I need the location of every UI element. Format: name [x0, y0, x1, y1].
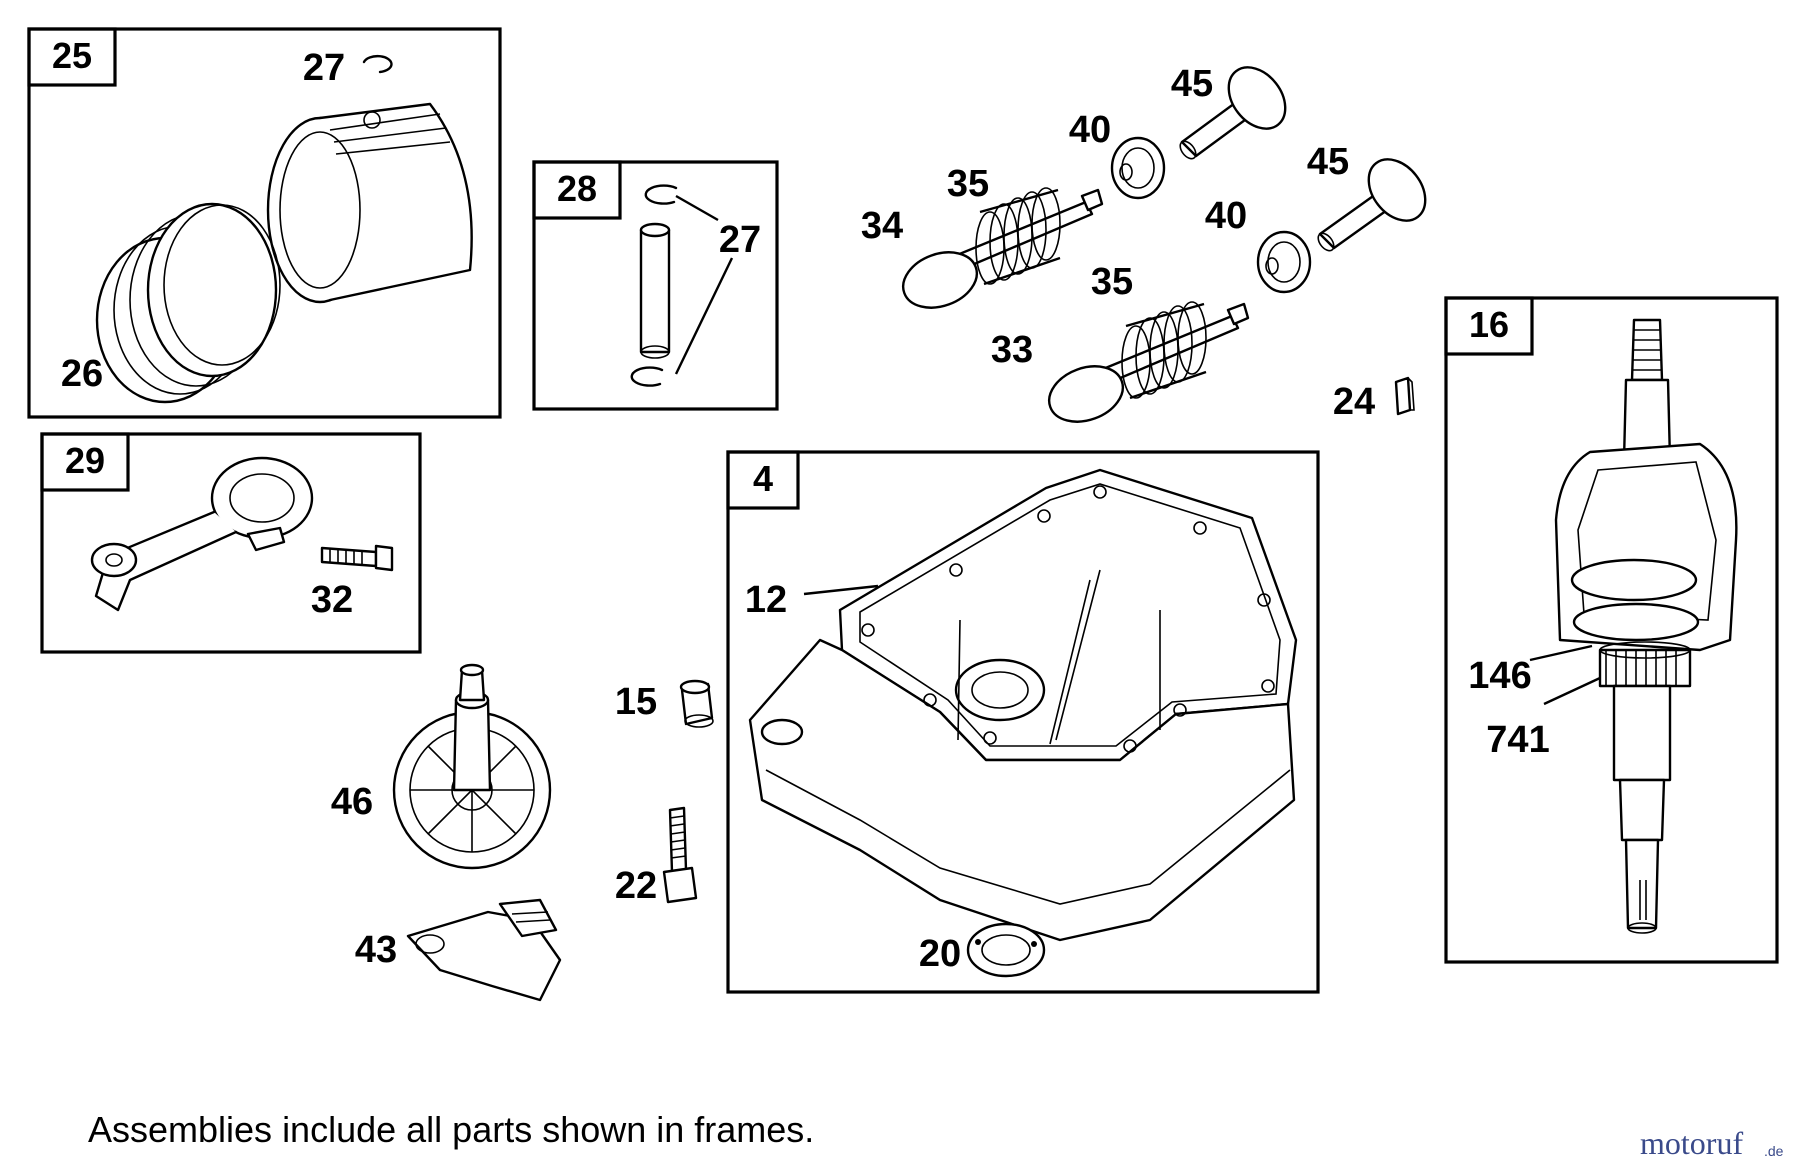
callout-24: 24 [1333, 381, 1375, 423]
valve-spring-35-upper-part [975, 187, 1061, 286]
frame-28-wrist-pin-assembly: 28 27 [532, 160, 779, 411]
callout-34: 34 [861, 205, 903, 247]
tappet-45-lower-part [1317, 158, 1427, 252]
assemblies-note: Assemblies include all parts shown in fr… [88, 1109, 814, 1150]
callout-27-wrist-pin: 27 [719, 219, 761, 261]
crankshaft-part [1554, 318, 1738, 934]
callout-27-piston: 27 [303, 47, 345, 89]
callout-26: 26 [61, 353, 103, 395]
callout-20: 20 [919, 933, 961, 975]
screw-22-part [662, 806, 698, 904]
frame-4-crankcase-assembly: 4 [726, 450, 1320, 994]
callout-12: 12 [745, 579, 787, 621]
callout-35-upper: 35 [947, 163, 989, 205]
piston-part [266, 102, 473, 304]
callout-40-upper: 40 [1069, 109, 1111, 151]
frame-16-label: 16 [1469, 304, 1509, 345]
exhaust-valve-34-part [902, 188, 1104, 309]
dipstick-tube-plug-15-part [679, 679, 714, 728]
callout-35-lower: 35 [1091, 261, 1133, 303]
piston-rings-part [95, 202, 281, 404]
oil-seal-20-part [966, 922, 1046, 978]
callout-43: 43 [355, 929, 397, 971]
frame-29-label: 29 [65, 440, 105, 481]
crankcase-part [748, 468, 1298, 942]
circlip-27-upper-part [644, 184, 678, 205]
rod-bolt-32-part [320, 544, 394, 572]
callout-45-lower: 45 [1307, 141, 1349, 183]
frame-25-piston-assembly: 25 27 26 [27, 27, 502, 419]
callout-741: 741 [1486, 719, 1549, 761]
watermark-suffix-text: .de [1764, 1143, 1784, 1159]
callout-146: 146 [1468, 655, 1531, 697]
callout-46: 46 [331, 781, 373, 823]
valve-spring-35-lower-part [1121, 301, 1207, 400]
frame-29-connecting-rod-assembly: 29 32 [40, 432, 422, 654]
circlip-27-lower-part [630, 366, 664, 387]
frame-25-label: 25 [52, 35, 92, 76]
intake-valve-33-part [1048, 302, 1250, 423]
retainer-40-lower-part [1256, 230, 1312, 294]
callout-45-upper: 45 [1171, 63, 1213, 105]
tappet-45-upper-part [1179, 66, 1287, 160]
callout-22: 22 [615, 865, 657, 907]
connecting-rod-part [90, 456, 314, 612]
callout-33: 33 [991, 329, 1033, 371]
loose-parts-group: 15 46 22 43 [331, 663, 714, 1002]
frame-28-label: 28 [557, 168, 597, 209]
callout-15: 15 [615, 681, 657, 723]
frame-4-label: 4 [753, 458, 773, 499]
circlip-27-part [362, 54, 393, 74]
cam-gear-46-part [392, 663, 552, 870]
valve-train-group: 45 40 35 34 45 40 35 33 24 [861, 63, 1427, 423]
watermark-main-text: motoruf [1640, 1125, 1743, 1161]
callout-40-lower: 40 [1205, 195, 1247, 237]
callout-32: 32 [311, 579, 353, 621]
governor-bracket-43-part [406, 898, 562, 1002]
wrist-pin-part [639, 222, 671, 359]
key-24-part [1394, 376, 1415, 416]
motoruf-watermark-logo: motoruf .de [1640, 1125, 1784, 1161]
frame-16-crankshaft-assembly: 16 146 741 [1444, 296, 1779, 964]
retainer-40-upper-part [1110, 136, 1166, 200]
